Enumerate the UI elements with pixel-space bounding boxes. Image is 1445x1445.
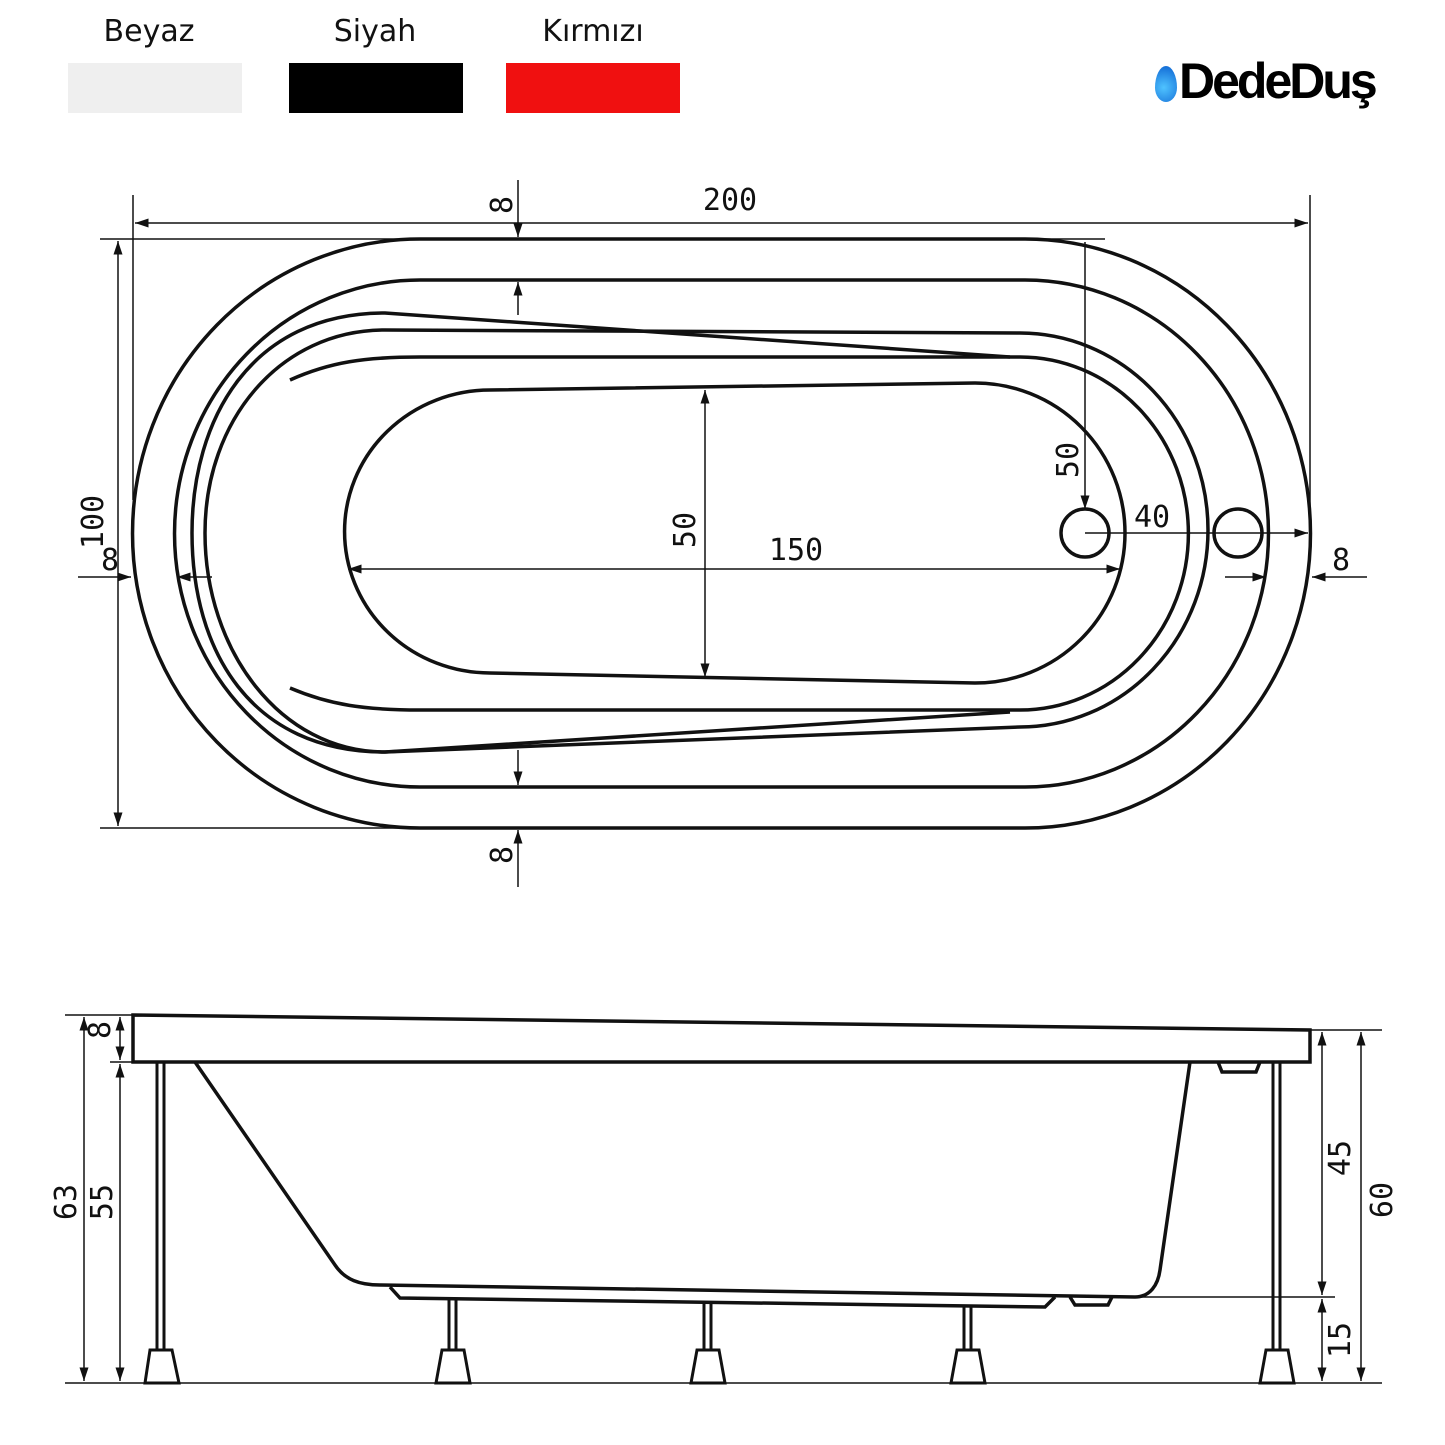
basin — [342, 381, 1127, 685]
color-swatch-black — [289, 63, 463, 113]
legs — [143, 1062, 1296, 1385]
dim-body-height-left: 55 — [85, 1184, 120, 1220]
inner-rim — [172, 278, 1271, 789]
dim-basin-length: 150 — [769, 533, 823, 568]
dim-body-height-right: 45 — [1323, 1140, 1358, 1176]
top-view: 200 100 8 8 8 8 150 50 50 40 — [76, 180, 1367, 887]
water-drop-icon — [1155, 66, 1177, 102]
color-label-black: Siyah — [333, 14, 417, 49]
rim-profile — [131, 1013, 1312, 1064]
base-frame — [388, 1285, 1057, 1309]
dim-width: 100 — [76, 495, 111, 549]
brand-logo: DedeDuş — [1155, 52, 1378, 110]
color-label-red: Kırmızı — [542, 14, 644, 49]
dim-length: 200 — [703, 183, 757, 218]
side-view: 8 63 55 45 60 15 — [49, 1013, 1400, 1385]
color-label-white: Beyaz — [103, 14, 195, 49]
outer-rim — [130, 237, 1313, 830]
color-swatch-white — [68, 63, 242, 113]
dim-rim-right: 8 — [1332, 543, 1350, 578]
dim-total-height-right: 60 — [1365, 1182, 1400, 1218]
dim-drain-offset: 50 — [1051, 442, 1086, 478]
dim-rim-top: 8 — [485, 196, 520, 214]
color-swatch-red — [506, 63, 680, 113]
logo-text: DedeDuş — [1179, 53, 1378, 109]
tub-body — [193, 1061, 1192, 1299]
deck-contour-2 — [203, 328, 1210, 754]
dim-total-height-left: 63 — [49, 1184, 84, 1220]
dim-leg-height: 15 — [1323, 1322, 1358, 1358]
dim-rim-height: 8 — [83, 1021, 118, 1039]
dim-basin-width: 50 — [668, 512, 703, 548]
deck-contour-1 — [190, 311, 1011, 754]
dim-drain-spacing: 40 — [1134, 500, 1170, 535]
dim-rim-left: 8 — [101, 543, 119, 578]
dim-rim-bottom: 8 — [485, 846, 520, 864]
drain-fitting — [1068, 1061, 1262, 1307]
